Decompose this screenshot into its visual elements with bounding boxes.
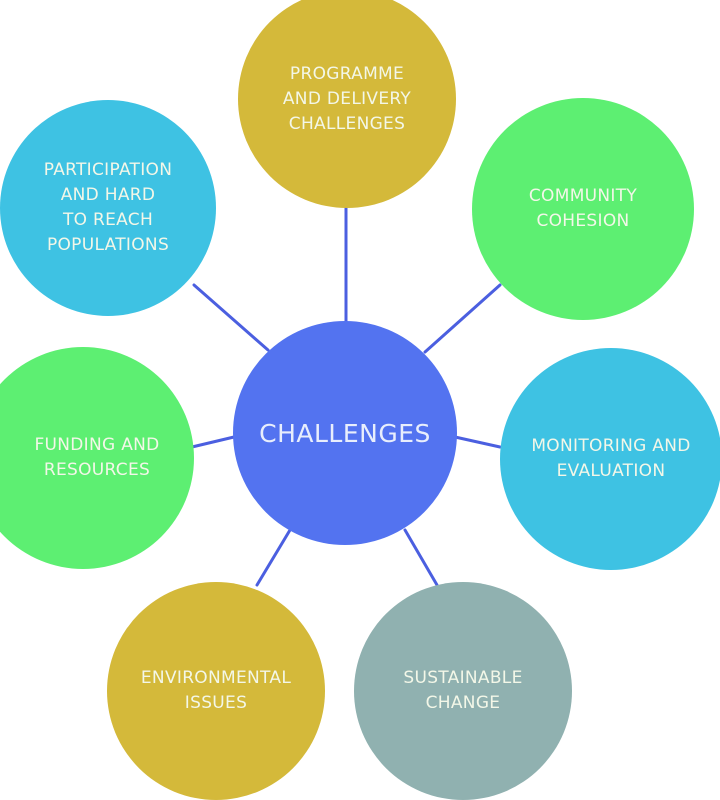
node-environmental: ENVIRONMENTAL ISSUES [107, 582, 325, 800]
node-programme: PROGRAMME AND DELIVERY CHALLENGES [238, 0, 456, 208]
node-label: PARTICIPATION AND HARD TO REACH POPULATI… [43, 160, 173, 255]
node-label: FUNDING AND RESOURCES [34, 435, 160, 480]
node-center-challenges: CHALLENGES [233, 321, 457, 545]
link-community [423, 283, 502, 354]
link-funding [190, 435, 236, 449]
node-funding: FUNDING AND RESOURCES [0, 347, 194, 569]
node-label: PROGRAMME AND DELIVERY CHALLENGES [282, 63, 412, 134]
node-label: COMMUNITY COHESION [528, 186, 638, 231]
node-label: MONITORING AND EVALUATION [531, 436, 691, 481]
node-label: SUSTAINABLE CHANGE [403, 668, 523, 713]
link-participation [192, 283, 270, 352]
node-community: COMMUNITY COHESION [472, 98, 694, 320]
link-environmental [255, 528, 292, 587]
node-label: ENVIRONMENTAL ISSUES [140, 668, 292, 713]
center-label: CHALLENGES [259, 418, 431, 448]
link-sustainable [403, 528, 439, 587]
node-participation: PARTICIPATION AND HARD TO REACH POPULATI… [0, 100, 216, 316]
node-sustainable: SUSTAINABLE CHANGE [354, 582, 572, 800]
link-monitoring [453, 435, 502, 449]
node-monitoring: MONITORING AND EVALUATION [500, 348, 720, 570]
